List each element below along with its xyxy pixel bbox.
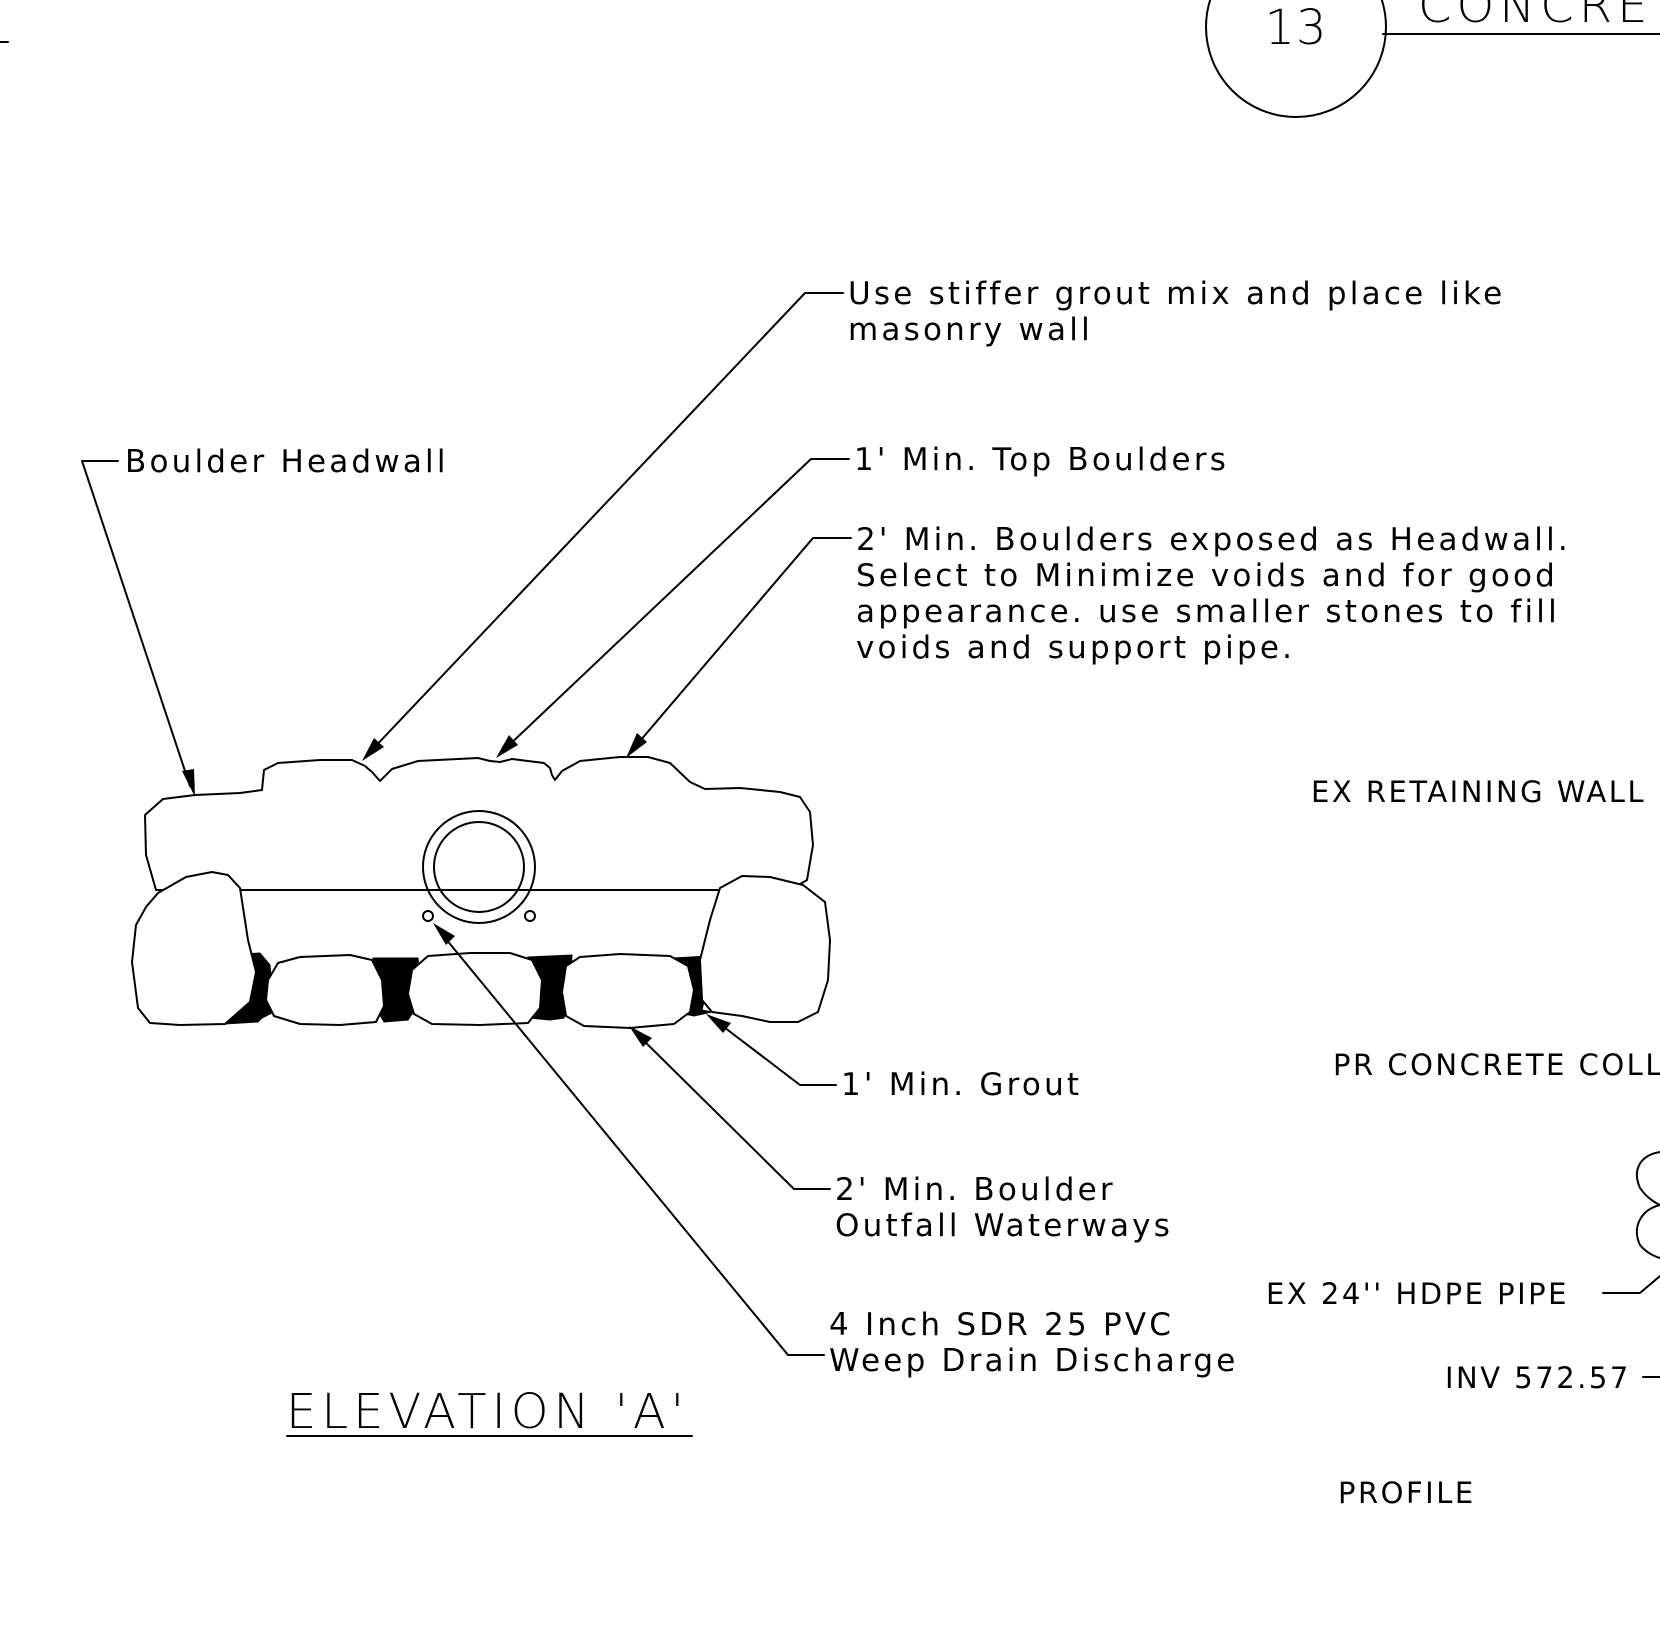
- label-concrete-collar: PR CONCRETE COLL: [1333, 1048, 1660, 1082]
- label-top-boulders: 1' Min. Top Boulders: [854, 442, 1229, 478]
- side-boulder-left: [131, 871, 257, 1026]
- label-boulders-exposed-line-3: appearance. use smaller stones to fill: [856, 594, 1560, 630]
- leader-grout: 1' Min. Grout: [706, 1014, 1082, 1103]
- label-stiffer-grout-line-1: Use stiffer grout mix and place like: [848, 276, 1505, 312]
- label-boulders-exposed-line-4: voids and support pipe.: [856, 630, 1295, 666]
- label-boulders-exposed-line-2: Select to Minimize voids and for good: [856, 558, 1558, 594]
- elevation-title-block: ELEVATION 'A': [286, 1384, 693, 1440]
- detail-number-circle: [1205, 0, 1387, 118]
- outfall-boulder-3: [561, 953, 695, 1029]
- label-stiffer-grout-line-2: masonry wall: [848, 312, 1093, 348]
- leader-outfall-boulder: 2' Min. Boulder Outfall Waterways: [629, 1026, 1173, 1244]
- leader-boulder-headwall: Boulder Headwall: [81, 444, 449, 797]
- label-boulder-headwall: Boulder Headwall: [125, 444, 449, 480]
- side-boulder-right: [699, 875, 831, 1023]
- detail-callout: 13 CONCRET: [1205, 0, 1660, 118]
- outfall-boulder-1: [265, 954, 385, 1026]
- leader-hdpe-pipe: [1602, 1275, 1660, 1294]
- label-weep-drain-line-2: Weep Drain Discharge: [829, 1343, 1239, 1379]
- pipe-break-symbol: [1635, 1151, 1660, 1259]
- label-invert: INV 572.57: [1445, 1361, 1631, 1395]
- detail-title-fragment: CONCRET: [1418, 0, 1660, 34]
- label-outfall-boulder-line-2: Outfall Waterways: [835, 1208, 1173, 1244]
- label-outfall-boulder-line-1: 2' Min. Boulder: [835, 1172, 1116, 1208]
- label-weep-drain-line-1: 4 Inch SDR 25 PVC: [829, 1307, 1174, 1343]
- headwall-elevation: [131, 756, 831, 1029]
- pipe-inner-ring: [433, 821, 525, 913]
- profile-title: PROFILE: [1338, 1476, 1476, 1510]
- weep-drain-left: [422, 910, 434, 922]
- label-retaining-wall: EX RETAINING WALL: [1311, 775, 1646, 809]
- detail-number: 13: [1264, 0, 1327, 56]
- label-hdpe-pipe: EX 24'' HDPE PIPE: [1266, 1277, 1569, 1311]
- leader-stiffer-grout: Use stiffer grout mix and place like mas…: [362, 276, 1505, 761]
- outfall-boulder-2: [407, 952, 543, 1026]
- profile-section: EX RETAINING WALL PR CONCRETE COLL EX 24…: [1266, 775, 1660, 1510]
- label-grout: 1' Min. Grout: [841, 1067, 1082, 1103]
- elevation-title: ELEVATION 'A': [286, 1384, 689, 1440]
- leader-boulders-exposed: 2' Min. Boulders exposed as Headwall. Se…: [626, 522, 1571, 758]
- headwall-boulder-mass: [144, 756, 814, 891]
- leader-weep-drain: 4 Inch SDR 25 PVC Weep Drain Discharge: [433, 923, 1239, 1379]
- weep-drain-right: [524, 910, 536, 922]
- label-boulders-exposed-line-1: 2' Min. Boulders exposed as Headwall.: [856, 522, 1571, 558]
- leader-top-boulders: 1' Min. Top Boulders: [496, 442, 1229, 758]
- pipe-outer-ring: [422, 810, 536, 924]
